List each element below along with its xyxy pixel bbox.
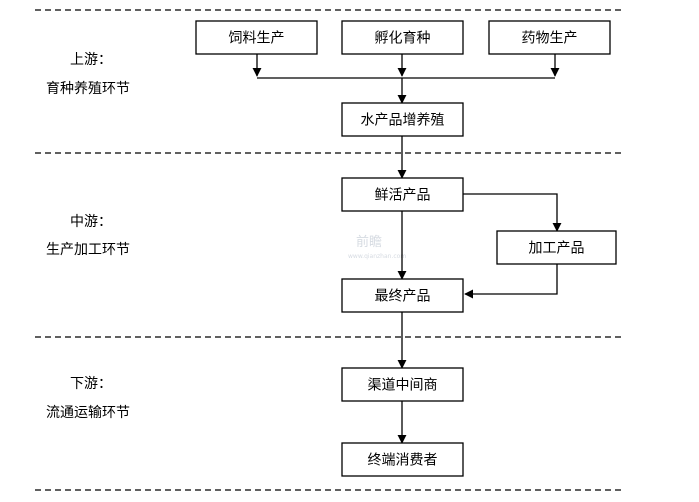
node-final: 最终产品 (341, 278, 464, 313)
node-feed-box (195, 20, 318, 55)
node-channel: 渠道中间商 (341, 367, 464, 402)
node-consumer: 终端消费者 (341, 442, 464, 477)
node-hatch-label: 孵化育种 (375, 31, 431, 47)
node-channel-box (341, 367, 464, 402)
node-aquaculture-box (341, 102, 464, 137)
stage-downstream-name: 下游： (70, 376, 112, 392)
node-drug-label: 药物生产 (522, 31, 578, 47)
node-hatch-box (341, 20, 464, 55)
arrow-fresh-to-processed (463, 193, 562, 232)
node-consumer-box (341, 442, 464, 477)
node-feed-label: 饲料生产 (229, 31, 285, 47)
node-aquaculture: 水产品增养殖 (341, 102, 464, 137)
node-feed: 饲料生产 (195, 20, 318, 55)
node-fresh-box (341, 177, 464, 212)
node-fresh: 鲜活产品 (341, 177, 464, 212)
stage-upstream-desc: 育种养殖环节 (46, 80, 130, 97)
stage-labels: 上游： 育种养殖环节 中游： 生产加工环节 下游： 流通运输环节 (46, 52, 130, 421)
arrow-processed-to-final (464, 264, 558, 299)
node-drug-box (488, 20, 611, 55)
node-processed-label: 加工产品 (529, 241, 585, 257)
stage-downstream-desc: 流通运输环节 (46, 405, 130, 421)
stage-upstream-name: 上游： (70, 52, 112, 68)
watermark-logo: 前瞻 (356, 234, 382, 250)
stage-midstream-desc: 生产加工环节 (46, 242, 130, 258)
node-drug: 药物生产 (488, 20, 611, 55)
node-processed: 加工产品 (496, 230, 617, 265)
connectors (252, 54, 562, 444)
stage-dividers (35, 9, 625, 491)
node-hatch: 孵化育种 (341, 20, 464, 55)
node-consumer-label: 终端消费者 (368, 453, 438, 469)
node-final-label: 最终产品 (375, 289, 431, 305)
watermark: 前瞻 www.qianzhan.com (348, 234, 406, 260)
node-processed-box (496, 230, 617, 265)
node-aquaculture-label: 水产品增养殖 (361, 112, 445, 129)
node-fresh-label: 鲜活产品 (375, 188, 431, 204)
stage-midstream-name: 中游： (70, 214, 112, 230)
node-final-box (341, 278, 464, 313)
node-channel-label: 渠道中间商 (368, 378, 438, 394)
watermark-url: www.qianzhan.com (348, 253, 406, 260)
